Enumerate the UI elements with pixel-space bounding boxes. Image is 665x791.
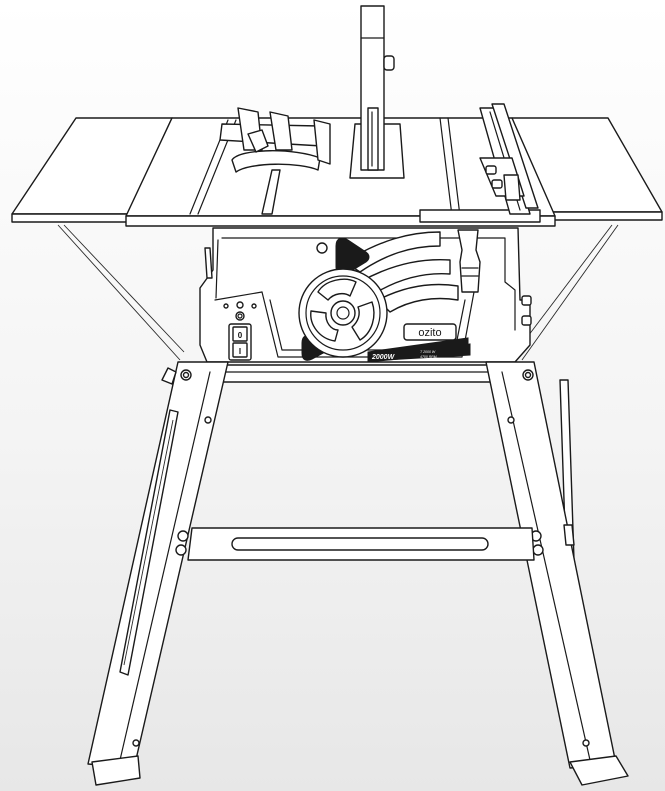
blade-guard bbox=[360, 5, 395, 171]
power-on-button[interactable] bbox=[232, 342, 248, 358]
motor-power-badge: 2000W T 2000 W 4700 RPM bbox=[367, 337, 471, 363]
front-left-leg bbox=[87, 361, 229, 786]
front-right-leg bbox=[485, 361, 629, 786]
rip-fence-handle[interactable] bbox=[457, 229, 481, 293]
upper-frame-rail bbox=[181, 364, 523, 383]
motor-power-text: 2000W bbox=[371, 354, 396, 361]
lower-cross-brace bbox=[187, 527, 535, 561]
blade-height-handwheel[interactable] bbox=[298, 268, 388, 358]
extension-support-rods bbox=[57, 224, 619, 361]
rip-fence[interactable] bbox=[479, 103, 539, 215]
power-on-label: I bbox=[239, 347, 241, 356]
miter-gauge[interactable] bbox=[219, 107, 331, 215]
motor-fineprint-1: T 2000 W bbox=[420, 350, 436, 354]
power-switch-panel: 0 I bbox=[223, 301, 257, 361]
brand-logo: ozito bbox=[403, 323, 457, 341]
power-off-button[interactable] bbox=[232, 326, 248, 342]
motor-fineprint-2: 4700 RPM bbox=[420, 355, 437, 359]
power-off-label: 0 bbox=[238, 331, 243, 340]
brand-logo-text: ozito bbox=[418, 327, 441, 339]
side-rails bbox=[119, 367, 575, 676]
left-extension-table bbox=[11, 117, 173, 223]
